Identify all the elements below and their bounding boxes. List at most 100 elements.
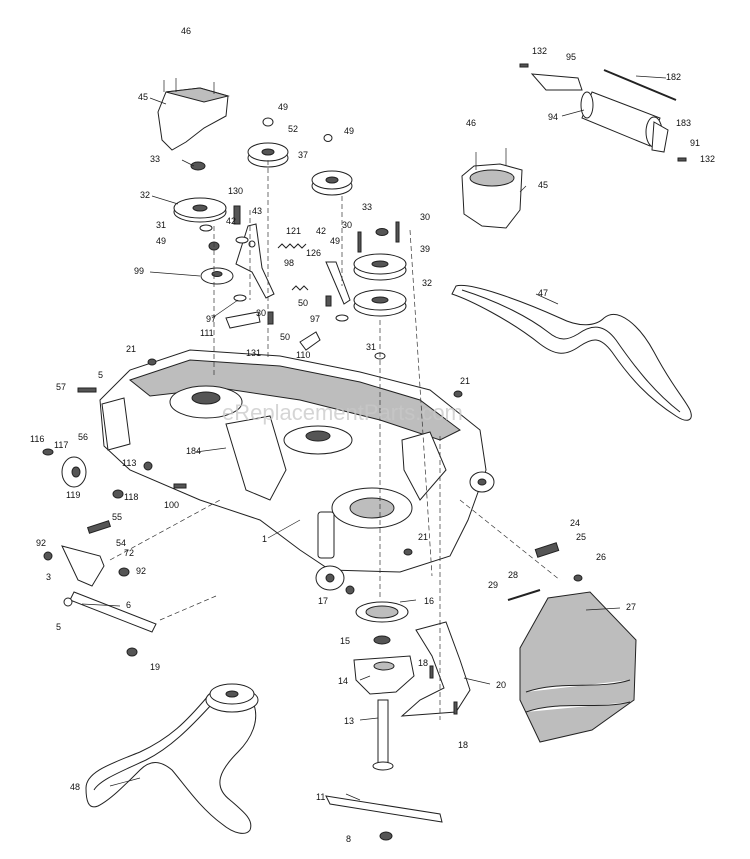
- nut-15: [373, 635, 391, 645]
- callout-25: 25: [576, 532, 586, 542]
- spring-24-25: [534, 542, 560, 558]
- nut-33: [190, 161, 206, 171]
- callout-31: 31: [366, 342, 376, 352]
- bolts-30: [357, 221, 400, 253]
- callout-49: 49: [330, 236, 340, 246]
- callout-21: 21: [418, 532, 428, 542]
- callout-6: 6: [126, 600, 131, 610]
- bolt-50-left: [267, 311, 274, 325]
- callout-labels: 46 45 49 52 49 37 132 95 182 94 183 91 1…: [30, 26, 715, 844]
- callout-117: 117: [54, 440, 68, 450]
- callout-49: 49: [344, 126, 354, 136]
- callout-29: 29: [488, 580, 498, 590]
- callout-119: 119: [66, 490, 80, 500]
- callout-26: 26: [596, 552, 606, 562]
- callout-11: 11: [316, 792, 325, 802]
- rod-182: [603, 69, 677, 101]
- callout-5: 5: [98, 370, 103, 380]
- idler-99: [200, 267, 234, 285]
- gauge-wheel-rear: [315, 565, 345, 591]
- callout-33: 33: [362, 202, 372, 212]
- nut-33-right: [375, 228, 389, 236]
- callout-32: 32: [422, 278, 432, 288]
- bracket-56: [101, 397, 131, 451]
- callout-97: 97: [310, 314, 320, 324]
- pulley-32-right: [353, 289, 407, 317]
- rod-29: [507, 589, 541, 601]
- callout-121: 121: [286, 226, 301, 236]
- callout-1: 1: [262, 534, 267, 544]
- callout-126: 126: [306, 248, 321, 258]
- callout-45: 45: [538, 180, 548, 190]
- pulley-39: [353, 253, 407, 281]
- callout-111: 111: [200, 328, 214, 338]
- callout-43: 43: [252, 206, 262, 216]
- callout-116: 116: [30, 434, 44, 444]
- watermark: eReplacementParts.com: [222, 400, 463, 425]
- belt-cover-left: [157, 78, 230, 151]
- gauge-wheel-117: [61, 456, 87, 488]
- hanger-bracket-3: [61, 545, 105, 587]
- callout-55: 55: [112, 512, 122, 522]
- bracket-95: [530, 73, 583, 91]
- callout-183: 183: [676, 118, 691, 128]
- callout-42: 42: [226, 216, 236, 226]
- callout-16: 16: [424, 596, 434, 606]
- callout-184: 184: [186, 446, 201, 456]
- callout-46: 46: [466, 118, 476, 128]
- callout-49: 49: [278, 102, 288, 112]
- bearing-16: [355, 601, 409, 623]
- callout-72: 72: [124, 548, 134, 558]
- callout-97: 97: [206, 314, 216, 324]
- washer-42: [235, 236, 249, 244]
- callout-37: 37: [298, 150, 308, 160]
- callout-182: 182: [666, 72, 681, 82]
- callout-20: 20: [496, 680, 506, 690]
- callout-5: 5: [56, 622, 61, 632]
- callout-92: 92: [136, 566, 146, 576]
- spindle-shaft-13: [372, 699, 394, 771]
- belt-cover-right: [461, 148, 523, 229]
- gauge-wheel-right: [469, 471, 495, 493]
- bracket-91: [651, 121, 669, 153]
- callout-21: 21: [126, 344, 136, 354]
- small-hardware: [42, 63, 687, 715]
- callout-18: 18: [418, 658, 428, 668]
- callout-54: 54: [116, 538, 126, 548]
- callout-113: 113: [122, 458, 136, 468]
- callout-8: 8: [346, 834, 351, 844]
- callout-47: 47: [538, 288, 548, 298]
- callout-50: 50: [298, 298, 308, 308]
- bolt-8: [379, 831, 393, 841]
- blade-11: [325, 795, 443, 823]
- callout-98: 98: [284, 258, 294, 268]
- callout-17: 17: [318, 596, 328, 606]
- callout-46: 46: [181, 26, 191, 36]
- roller-94: [580, 91, 663, 148]
- alignment-lines: [109, 160, 561, 720]
- callout-131: 131: [246, 348, 261, 358]
- callout-94: 94: [548, 112, 558, 122]
- washer-31: [199, 224, 213, 232]
- bolt-55: [86, 520, 112, 534]
- callout-33: 33: [150, 154, 160, 164]
- deck-housing-1: [99, 349, 487, 573]
- bracket-126: [325, 261, 351, 305]
- callout-21: 21: [460, 376, 470, 386]
- callout-3: 3: [46, 572, 51, 582]
- belt-47: [451, 284, 692, 421]
- callout-52: 52: [288, 124, 298, 134]
- callout-30: 30: [420, 212, 430, 222]
- callout-132: 132: [532, 46, 547, 56]
- callout-49: 49: [156, 236, 166, 246]
- callout-27: 27: [626, 602, 636, 612]
- callout-39: 39: [420, 244, 430, 254]
- callout-14: 14: [338, 676, 348, 686]
- callout-92: 92: [36, 538, 46, 548]
- callout-30: 30: [256, 308, 266, 318]
- parts-artwork: [42, 63, 692, 841]
- callout-110: 110: [296, 350, 310, 360]
- discharge-chute-27: [519, 591, 637, 743]
- baffle-20: [400, 621, 471, 717]
